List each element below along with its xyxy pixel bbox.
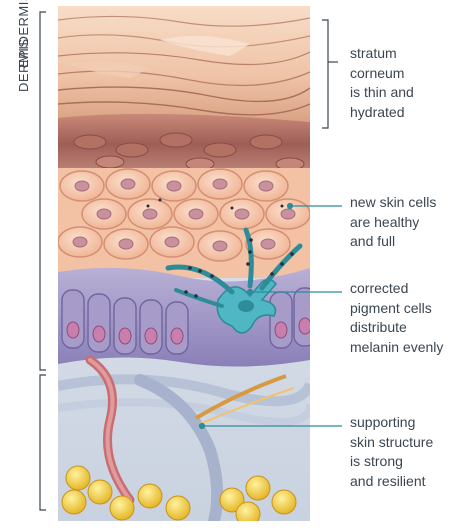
stratum-corneum-layer — [58, 6, 310, 124]
granular-layer — [58, 114, 310, 174]
stratum-corneum-bracket — [322, 20, 338, 128]
dermis-bracket — [40, 375, 46, 510]
skin-illustration — [58, 6, 316, 526]
new-skin-cells-layer — [58, 168, 310, 278]
annotation-pigment-cells: corrected pigment cells distribute melan… — [350, 279, 443, 357]
annotation-supporting-structure: supporting skin structure is strong and … — [350, 413, 433, 491]
annotation-stratum-corneum: stratum corneum is thin and hydrated — [350, 44, 414, 122]
epidermis-bracket — [40, 12, 46, 370]
basal-layer — [58, 268, 316, 367]
dermis-label: DERMIS — [16, 38, 31, 92]
annotation-new-skin-cells: new skin cells are healthy and full — [350, 193, 436, 252]
